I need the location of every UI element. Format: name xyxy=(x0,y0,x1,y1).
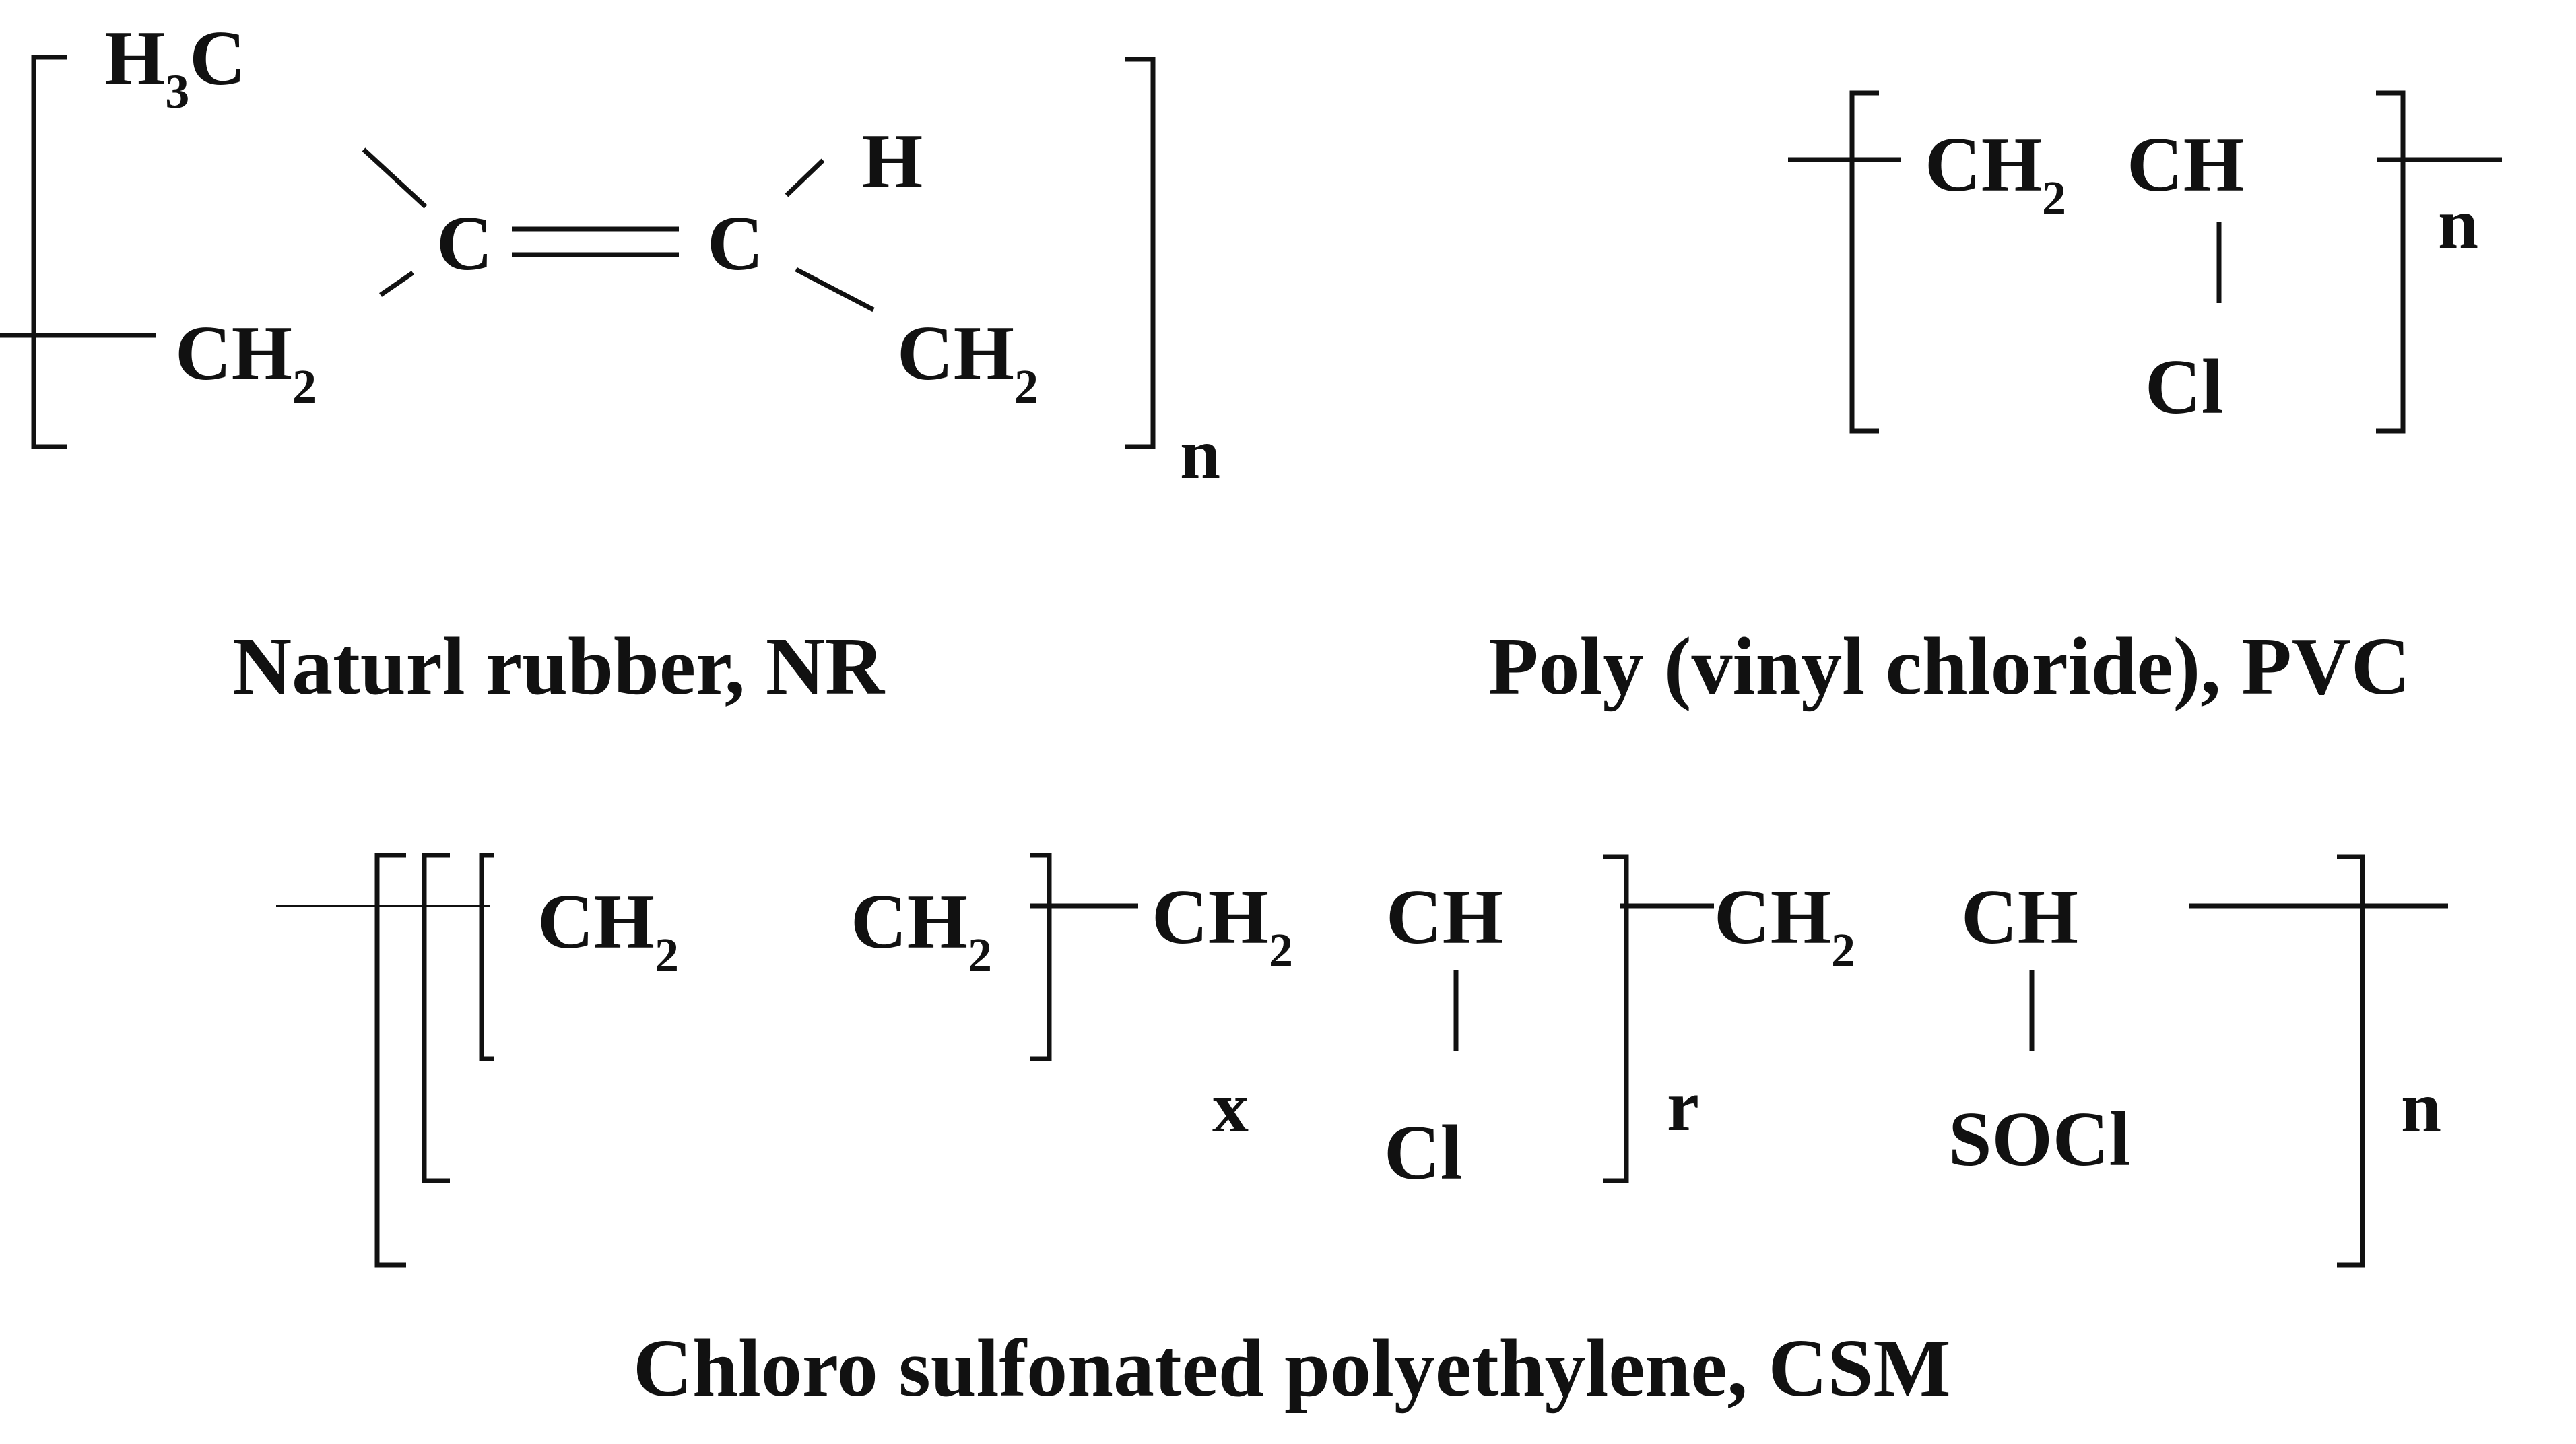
csm-ch2-b-label: CH2 xyxy=(851,879,992,982)
csm-structure: CH2 CH2 CH2 CH Cl x r CH2 CH SOCl n Chlo… xyxy=(276,853,2448,1414)
pvc-ch2-label: CH2 xyxy=(1925,122,2066,225)
csm-inner-right-bracket xyxy=(1030,853,1052,1061)
nr-methyl-label: H3C xyxy=(104,15,246,119)
csm-repeat-x: x xyxy=(1212,1068,1249,1148)
csm-inner-left-bracket xyxy=(479,853,494,1061)
csm-caption: Chloro sulfonated polyethylene, CSM xyxy=(633,1323,1951,1414)
nr-c2-label: C xyxy=(707,201,764,287)
pvc-caption: Poly (vinyl chloride), PVC xyxy=(1488,621,2410,712)
nr-c1-label: C xyxy=(436,201,493,287)
pvc-repeat-n: n xyxy=(2438,184,2478,264)
csm-ch-b-label: CH xyxy=(1961,874,2078,960)
pvc-right-bracket xyxy=(2376,90,2406,434)
csm-cl-label: Cl xyxy=(1384,1110,1462,1196)
nr-right-bracket xyxy=(1125,57,1156,449)
pvc-cl-label: Cl xyxy=(2145,344,2223,430)
csm-ch2-d-label: CH2 xyxy=(1714,874,1855,977)
nr-ch2-left-label: CH2 xyxy=(175,310,317,414)
nr-caption: Naturl rubber, NR xyxy=(232,621,886,712)
pvc-ch-label: CH xyxy=(2127,122,2244,208)
csm-middle-left-bracket xyxy=(422,853,450,1183)
nr-left-bracket xyxy=(31,55,67,449)
nr-ch2-right-bond xyxy=(795,267,875,313)
csm-outer-right-bracket xyxy=(2337,854,2365,1268)
nr-ch2-left-bond xyxy=(379,271,414,297)
csm-middle-right-bracket xyxy=(1603,854,1629,1183)
csm-ch2-c-label: CH2 xyxy=(1152,874,1293,977)
nr-h-bond xyxy=(785,158,825,197)
csm-outer-left-bracket xyxy=(374,853,406,1268)
csm-socl-label: SOCl xyxy=(1948,1096,2131,1183)
nr-h-label: H xyxy=(862,119,923,205)
nr-structure: H3C C C H CH2 CH2 n Naturl rubber, NR xyxy=(0,15,1220,712)
pvc-left-bracket xyxy=(1849,90,1879,434)
csm-repeat-n: n xyxy=(2401,1068,2441,1148)
nr-repeat-n: n xyxy=(1180,414,1220,494)
csm-repeat-r: r xyxy=(1667,1066,1699,1146)
nr-ch2-right-label: CH2 xyxy=(897,310,1038,414)
csm-ch-a-label: CH xyxy=(1386,874,1503,960)
pvc-structure: CH2 CH Cl n Poly (vinyl chloride), PVC xyxy=(1488,90,2502,712)
csm-ch2-a-label: CH2 xyxy=(537,879,679,982)
nr-methyl-bond xyxy=(362,147,428,209)
